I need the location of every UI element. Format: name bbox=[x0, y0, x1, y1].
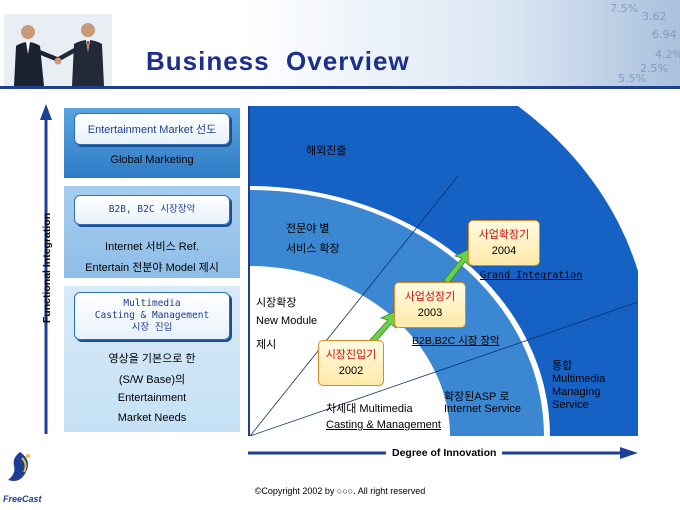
functional-integration-label: Functional Integration bbox=[41, 212, 53, 324]
overseas-label: 해외진출 bbox=[306, 145, 347, 157]
service-expansion-label: 전문야 별 bbox=[286, 223, 330, 235]
grand-integration-caption: Grand Integration bbox=[480, 270, 583, 281]
market-expansion-label: New Module bbox=[256, 315, 318, 327]
box-label: B2B, B2C 시장장악 bbox=[108, 204, 196, 215]
b2b-b2c-caption: B2B,B2C 시장 장악 bbox=[412, 335, 500, 347]
banner-number: 4.2% bbox=[655, 48, 680, 61]
asp-label: 확장된ASP 로 bbox=[444, 391, 510, 403]
stage-name: 시장진입기 bbox=[325, 349, 377, 361]
header-banner bbox=[0, 0, 680, 86]
box-label: Entertainment Market 선도 bbox=[87, 124, 217, 136]
box-label: 시장 진입 bbox=[131, 322, 173, 333]
banner-number: 7.5% bbox=[610, 2, 638, 15]
market-needs-text: 영상을 기본으로 한 bbox=[108, 353, 196, 365]
freecast-logo-icon bbox=[8, 452, 30, 481]
stage-year: 2002 bbox=[338, 365, 364, 377]
integration-line: Multimedia bbox=[552, 373, 606, 385]
box-label: Multimedia bbox=[123, 298, 181, 309]
copyright-text: ©Copyright 2002 by ○○○. All right reserv… bbox=[254, 486, 426, 496]
asp-label: Internet Service bbox=[444, 403, 522, 415]
market-expansion-label: 제시 bbox=[256, 339, 277, 351]
global-marketing-text: Global Marketing bbox=[110, 154, 194, 166]
next-gen-label: 차세대 Multimedia bbox=[326, 403, 413, 415]
integration-label: 통합 Multimedia Managing Service bbox=[552, 360, 605, 412]
multimedia-casting-box: Multimedia Casting & Management 시장 진입 bbox=[74, 292, 230, 340]
functional-axis-arrow bbox=[40, 104, 52, 434]
market-needs-text: Entertainment bbox=[117, 392, 187, 404]
entertain-model-text: Entertain 전분야 Model 제시 bbox=[85, 262, 219, 274]
stage-box-2002: 시장진입기 2002 bbox=[318, 340, 384, 386]
freecast-logo-text: FreeCast bbox=[3, 494, 42, 504]
banner-number: 3.62 bbox=[642, 10, 667, 23]
stage-year: 2003 bbox=[417, 307, 443, 319]
stage-box-2003: 사업성장기 2003 bbox=[394, 282, 466, 328]
b2b-b2c-box: B2B, B2C 시장장악 bbox=[74, 195, 230, 225]
banner-number: 2.5% bbox=[640, 62, 668, 75]
degree-of-innovation-label: Degree of Innovation bbox=[386, 447, 503, 459]
header-divider bbox=[0, 86, 680, 89]
stage-box-2004: 사업확장기 2004 bbox=[468, 220, 540, 266]
box-label: Casting & Management bbox=[94, 310, 210, 321]
entertainment-market-box: Entertainment Market 선도 bbox=[74, 113, 230, 145]
integration-line: 통합 bbox=[552, 360, 573, 372]
integration-line: Service bbox=[552, 399, 589, 411]
integration-line: Managing bbox=[552, 386, 601, 398]
casting-management-label: Casting & Management bbox=[326, 419, 441, 431]
divider-line bbox=[249, 301, 638, 436]
banner-number: 5.5% bbox=[618, 72, 646, 85]
market-expansion-label: 시장확장 bbox=[256, 297, 297, 309]
banner-number: 6.94 bbox=[652, 28, 677, 41]
service-expansion-label: 서비스 확장 bbox=[286, 243, 340, 255]
market-needs-text: (S/W Base)의 bbox=[118, 374, 186, 386]
market-needs-text: Market Needs bbox=[117, 412, 187, 424]
divider-line bbox=[249, 175, 459, 436]
page-title: Business Overview bbox=[146, 46, 410, 76]
stage-year: 2004 bbox=[491, 245, 517, 257]
stage-name: 사업성장기 bbox=[404, 291, 456, 303]
stage-name: 사업확장기 bbox=[478, 229, 530, 241]
handshake-photo bbox=[4, 14, 112, 86]
internet-service-text: Internet 서비스 Ref. bbox=[105, 241, 199, 253]
